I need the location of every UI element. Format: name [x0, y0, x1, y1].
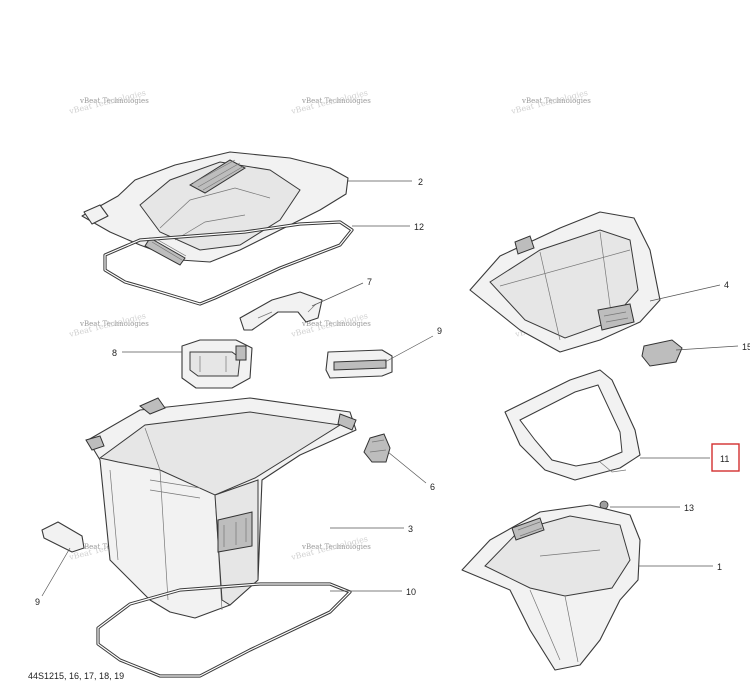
- part-lid-seal: [103, 220, 354, 306]
- callout-6: 6: [430, 482, 435, 492]
- part-clip: [641, 339, 683, 367]
- callout-13: 13: [684, 503, 694, 513]
- watermark: vBeat Technologies: [301, 543, 371, 551]
- part-frame: [504, 369, 641, 481]
- callout-11: 11: [720, 454, 729, 464]
- part-bottom-seal: [96, 582, 352, 678]
- callout-2: 2: [418, 177, 423, 187]
- part-latch: [363, 433, 391, 463]
- part-bracket: [239, 291, 323, 331]
- highlight-box[interactable]: [711, 443, 740, 472]
- callout-numbers: 2 12 7 8 9 6 3 10 9 4 15 13 1: [35, 177, 750, 607]
- watermark: vBeat Technologies: [301, 320, 371, 328]
- callout-12: 12: [414, 222, 424, 232]
- part-lid: [81, 151, 349, 266]
- part-main-case: [85, 397, 357, 619]
- callout-1: 1: [717, 562, 722, 572]
- highlighted-callout[interactable]: 11: [711, 443, 740, 472]
- callout-8: 8: [112, 348, 117, 358]
- leader-lines: [41, 180, 739, 597]
- watermark: vBeat Technologies: [79, 320, 149, 328]
- callout-7: 7: [367, 277, 372, 287]
- part-handle-small: [41, 521, 85, 553]
- callout-9-upper: 9: [437, 326, 442, 336]
- part-hinge: [181, 339, 253, 389]
- part-handle: [325, 349, 393, 379]
- reference-code: 44S1215, 16, 17, 18, 19: [28, 671, 124, 681]
- callout-3: 3: [408, 524, 413, 534]
- part-right-case: [461, 504, 641, 671]
- callout-9-lower: 9: [35, 597, 40, 607]
- callout-4: 4: [724, 280, 729, 290]
- callout-10: 10: [406, 587, 416, 597]
- part-right-lid: [469, 211, 661, 353]
- watermark: vBeat Technologies: [521, 97, 591, 105]
- callout-15: 15: [742, 342, 750, 352]
- watermark: vBeat Technologies: [301, 97, 371, 105]
- watermark: vBeat Technologies: [79, 97, 149, 105]
